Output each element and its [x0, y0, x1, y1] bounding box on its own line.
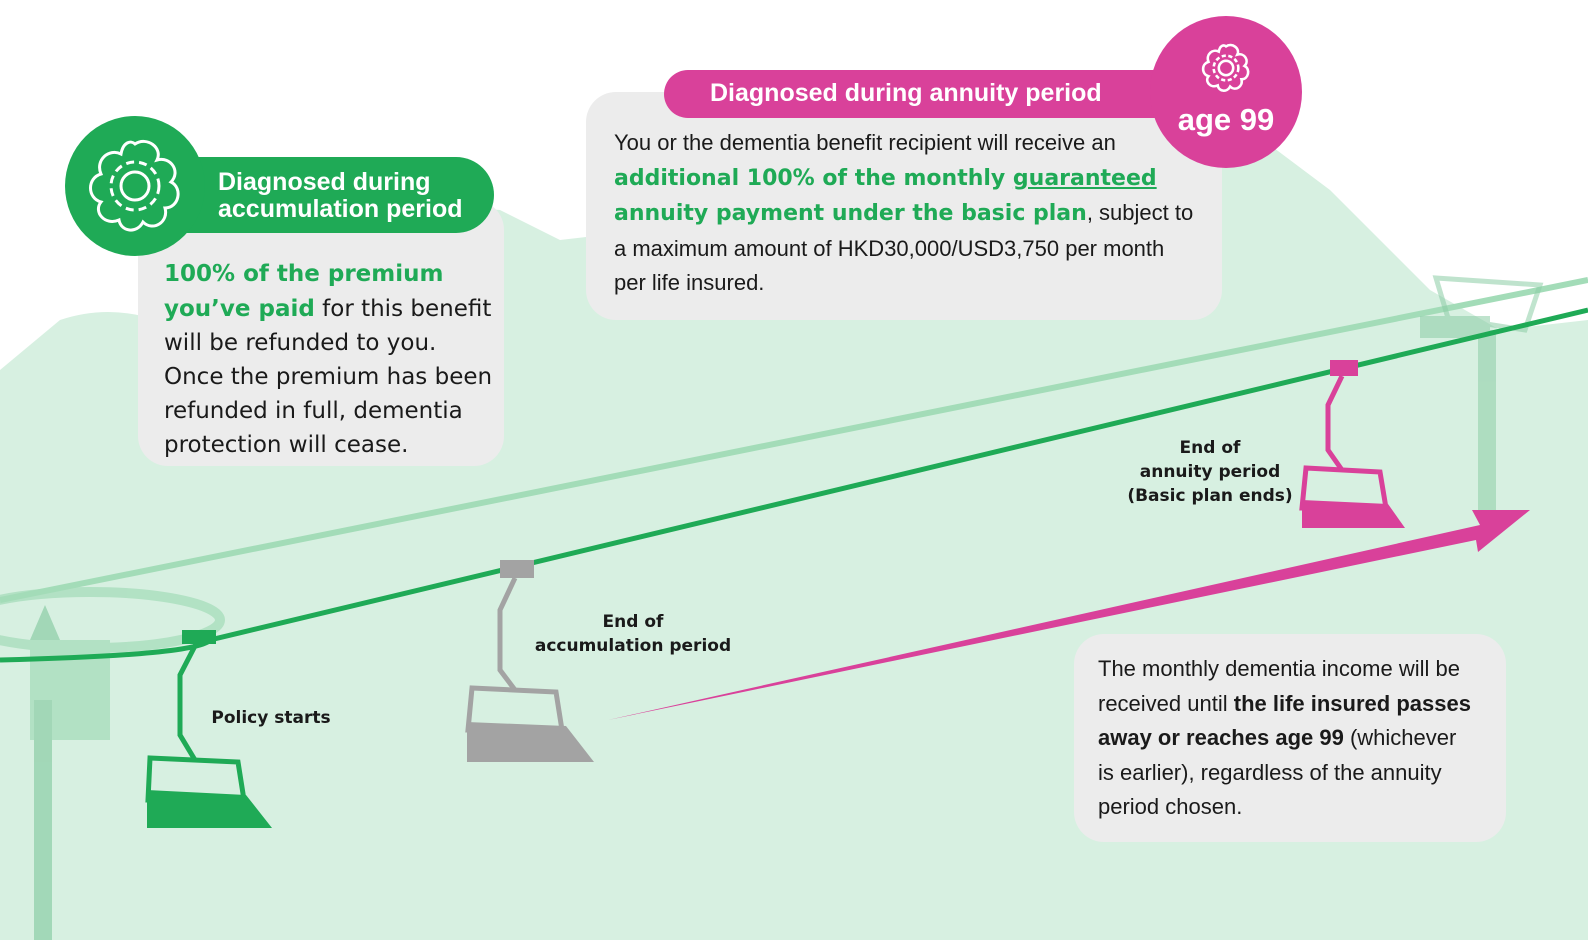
refund-text-2: will be refunded to you.: [164, 330, 437, 356]
refund-highlight-2: you’ve paid: [164, 296, 315, 322]
refund-text-1: for this benefit: [314, 296, 492, 322]
annuity-highlight-guaranteed: guaranteed: [1012, 165, 1157, 191]
income-info-box: The monthly dementia income will be rece…: [1074, 634, 1506, 842]
flower-gear-icon: [89, 139, 180, 232]
refund-text-5: protection will cease.: [164, 432, 409, 458]
income-bold-2: away or reaches age 99: [1098, 725, 1344, 750]
annuity-highlight-2: annuity payment under the basic plan: [614, 201, 1087, 226]
refund-highlight-1: 100% of the premium: [164, 261, 444, 287]
label-end-annuity-line3: (Basic plan ends): [1127, 486, 1293, 506]
right-tower: [1420, 275, 1544, 510]
label-end-accumulation: End of accumulation period: [520, 610, 746, 658]
age-badge: age 99: [1150, 16, 1302, 168]
age-badge-text: age 99: [1177, 102, 1275, 137]
label-end-annuity: End of annuity period (Basic plan ends): [1112, 436, 1308, 508]
return-cable: [0, 277, 1588, 603]
flower-gear-icon: [1201, 43, 1250, 92]
label-end-accumulation-line2: accumulation period: [534, 636, 732, 656]
accumulation-heading: Diagnosed during accumulation period: [160, 157, 494, 233]
annuity-info-box: You or the dementia benefit recipient wi…: [586, 92, 1222, 320]
accumulation-badge: [65, 116, 205, 256]
annuity-text-2: , subject to: [1086, 200, 1194, 225]
income-text-1: The monthly dementia income will be: [1098, 656, 1460, 681]
label-policy-starts: Policy starts: [211, 708, 331, 728]
accumulation-heading-line2: accumulation period: [218, 195, 463, 223]
chair-policy-starts: [145, 630, 272, 828]
accumulation-heading-line1: Diagnosed during: [218, 168, 431, 196]
income-text-5: period chosen.: [1098, 794, 1243, 819]
refund-text-4: refunded in full, dementia: [164, 398, 463, 424]
income-bold-1: the life insured passes: [1233, 690, 1471, 716]
annuity-heading-text: Diagnosed during annuity period: [710, 79, 1102, 107]
annuity-text-1: You or the dementia benefit recipient wi…: [614, 130, 1116, 155]
income-text-4: is earlier), regardless of the annuity: [1098, 759, 1442, 785]
chair-end-annuity: [1299, 360, 1405, 528]
annuity-highlight-1: additional 100% of the monthly: [614, 165, 1013, 191]
label-end-accumulation-line1: End of: [602, 612, 664, 632]
chair-end-accumulation: [465, 560, 594, 762]
annuity-heading: Diagnosed during annuity period: [664, 70, 1204, 118]
annuity-text-4: per life insured.: [614, 270, 765, 295]
income-text-2: received until: [1098, 690, 1234, 716]
label-end-annuity-line1: End of: [1179, 438, 1241, 458]
label-end-annuity-line2: annuity period: [1139, 462, 1281, 482]
accumulation-info-box: 100% of the premium you’ve paid for this…: [138, 200, 504, 466]
refund-text-3: Once the premium has been: [164, 364, 493, 390]
income-text-3: (whichever: [1343, 725, 1457, 750]
annuity-text-3: a maximum amount of HKD30,000/USD3,750 p…: [614, 235, 1165, 261]
